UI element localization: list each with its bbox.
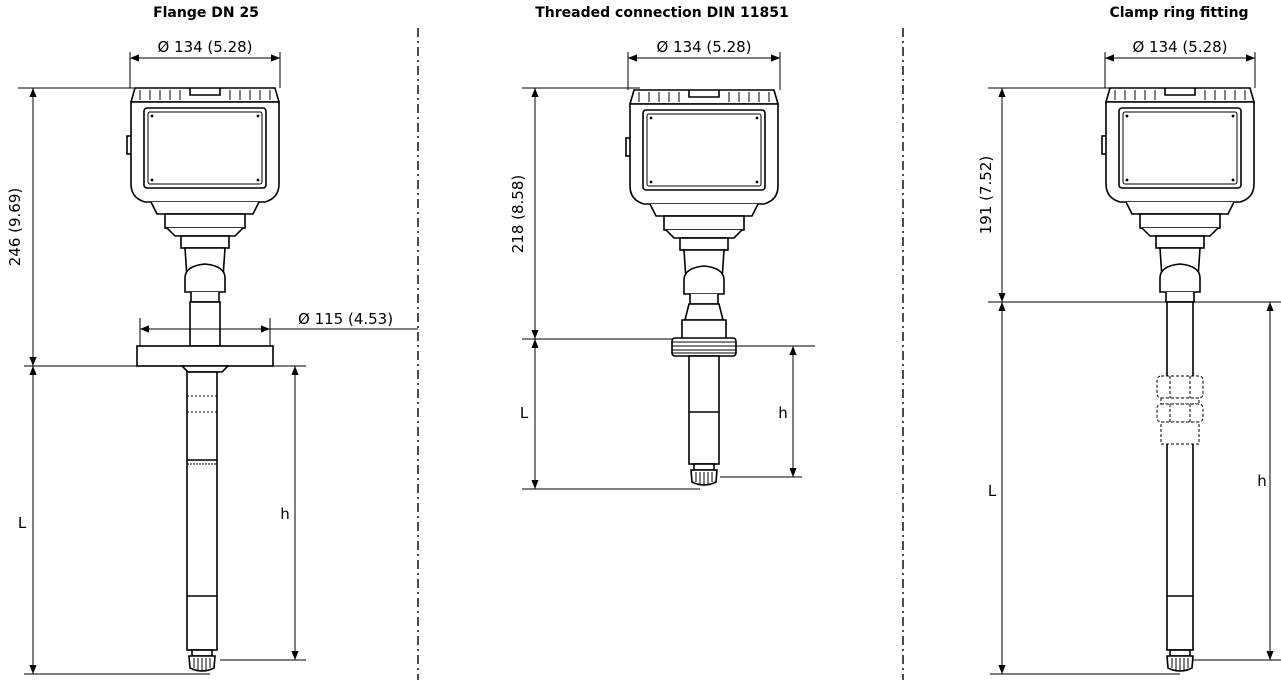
length-label: L [18, 514, 27, 532]
thread-fitting [671, 337, 737, 357]
transmitter-housing [126, 87, 280, 303]
flange [136, 345, 274, 367]
height-label: 218 (8.58) [509, 175, 527, 254]
probe-tip [690, 463, 718, 486]
insertion-label: h [280, 505, 290, 523]
height-label: 246 (9.69) [6, 188, 24, 267]
diameter-label: Ø 134 (5.28) [1132, 38, 1227, 56]
transmitter-housing [625, 89, 779, 305]
view-flange: Flange DN 25 Ø 134 (5.28) 246 (9.69) Ø 1… [6, 5, 418, 675]
view-clamp-ring: Clamp ring fitting Ø 134 (5.28) 191 (7.5… [977, 5, 1281, 675]
view-title: Flange DN 25 [153, 5, 259, 21]
view-title: Clamp ring fitting [1109, 5, 1248, 21]
clamp-ring-fitting [1156, 375, 1204, 445]
height-label: 191 (7.52) [977, 156, 995, 235]
view-threaded: Threaded connection DIN 11851 Ø 134 (5.2… [509, 5, 815, 490]
insertion-label: h [778, 404, 788, 422]
length-label: L [520, 404, 529, 422]
diameter-label: Ø 134 (5.28) [656, 38, 751, 56]
view-title: Threaded connection DIN 11851 [535, 5, 789, 21]
length-label: L [988, 482, 997, 500]
probe-shaft [1166, 301, 1194, 651]
insertion-label: h [1257, 472, 1267, 490]
probe-tip [188, 649, 216, 672]
flange-diameter-label: Ø 115 (4.53) [298, 310, 393, 328]
probe-shaft [186, 371, 218, 651]
probe-shaft [688, 355, 720, 465]
probe-tip [1166, 649, 1194, 672]
diameter-label: Ø 134 (5.28) [157, 38, 252, 56]
transmitter-housing [1101, 87, 1255, 303]
